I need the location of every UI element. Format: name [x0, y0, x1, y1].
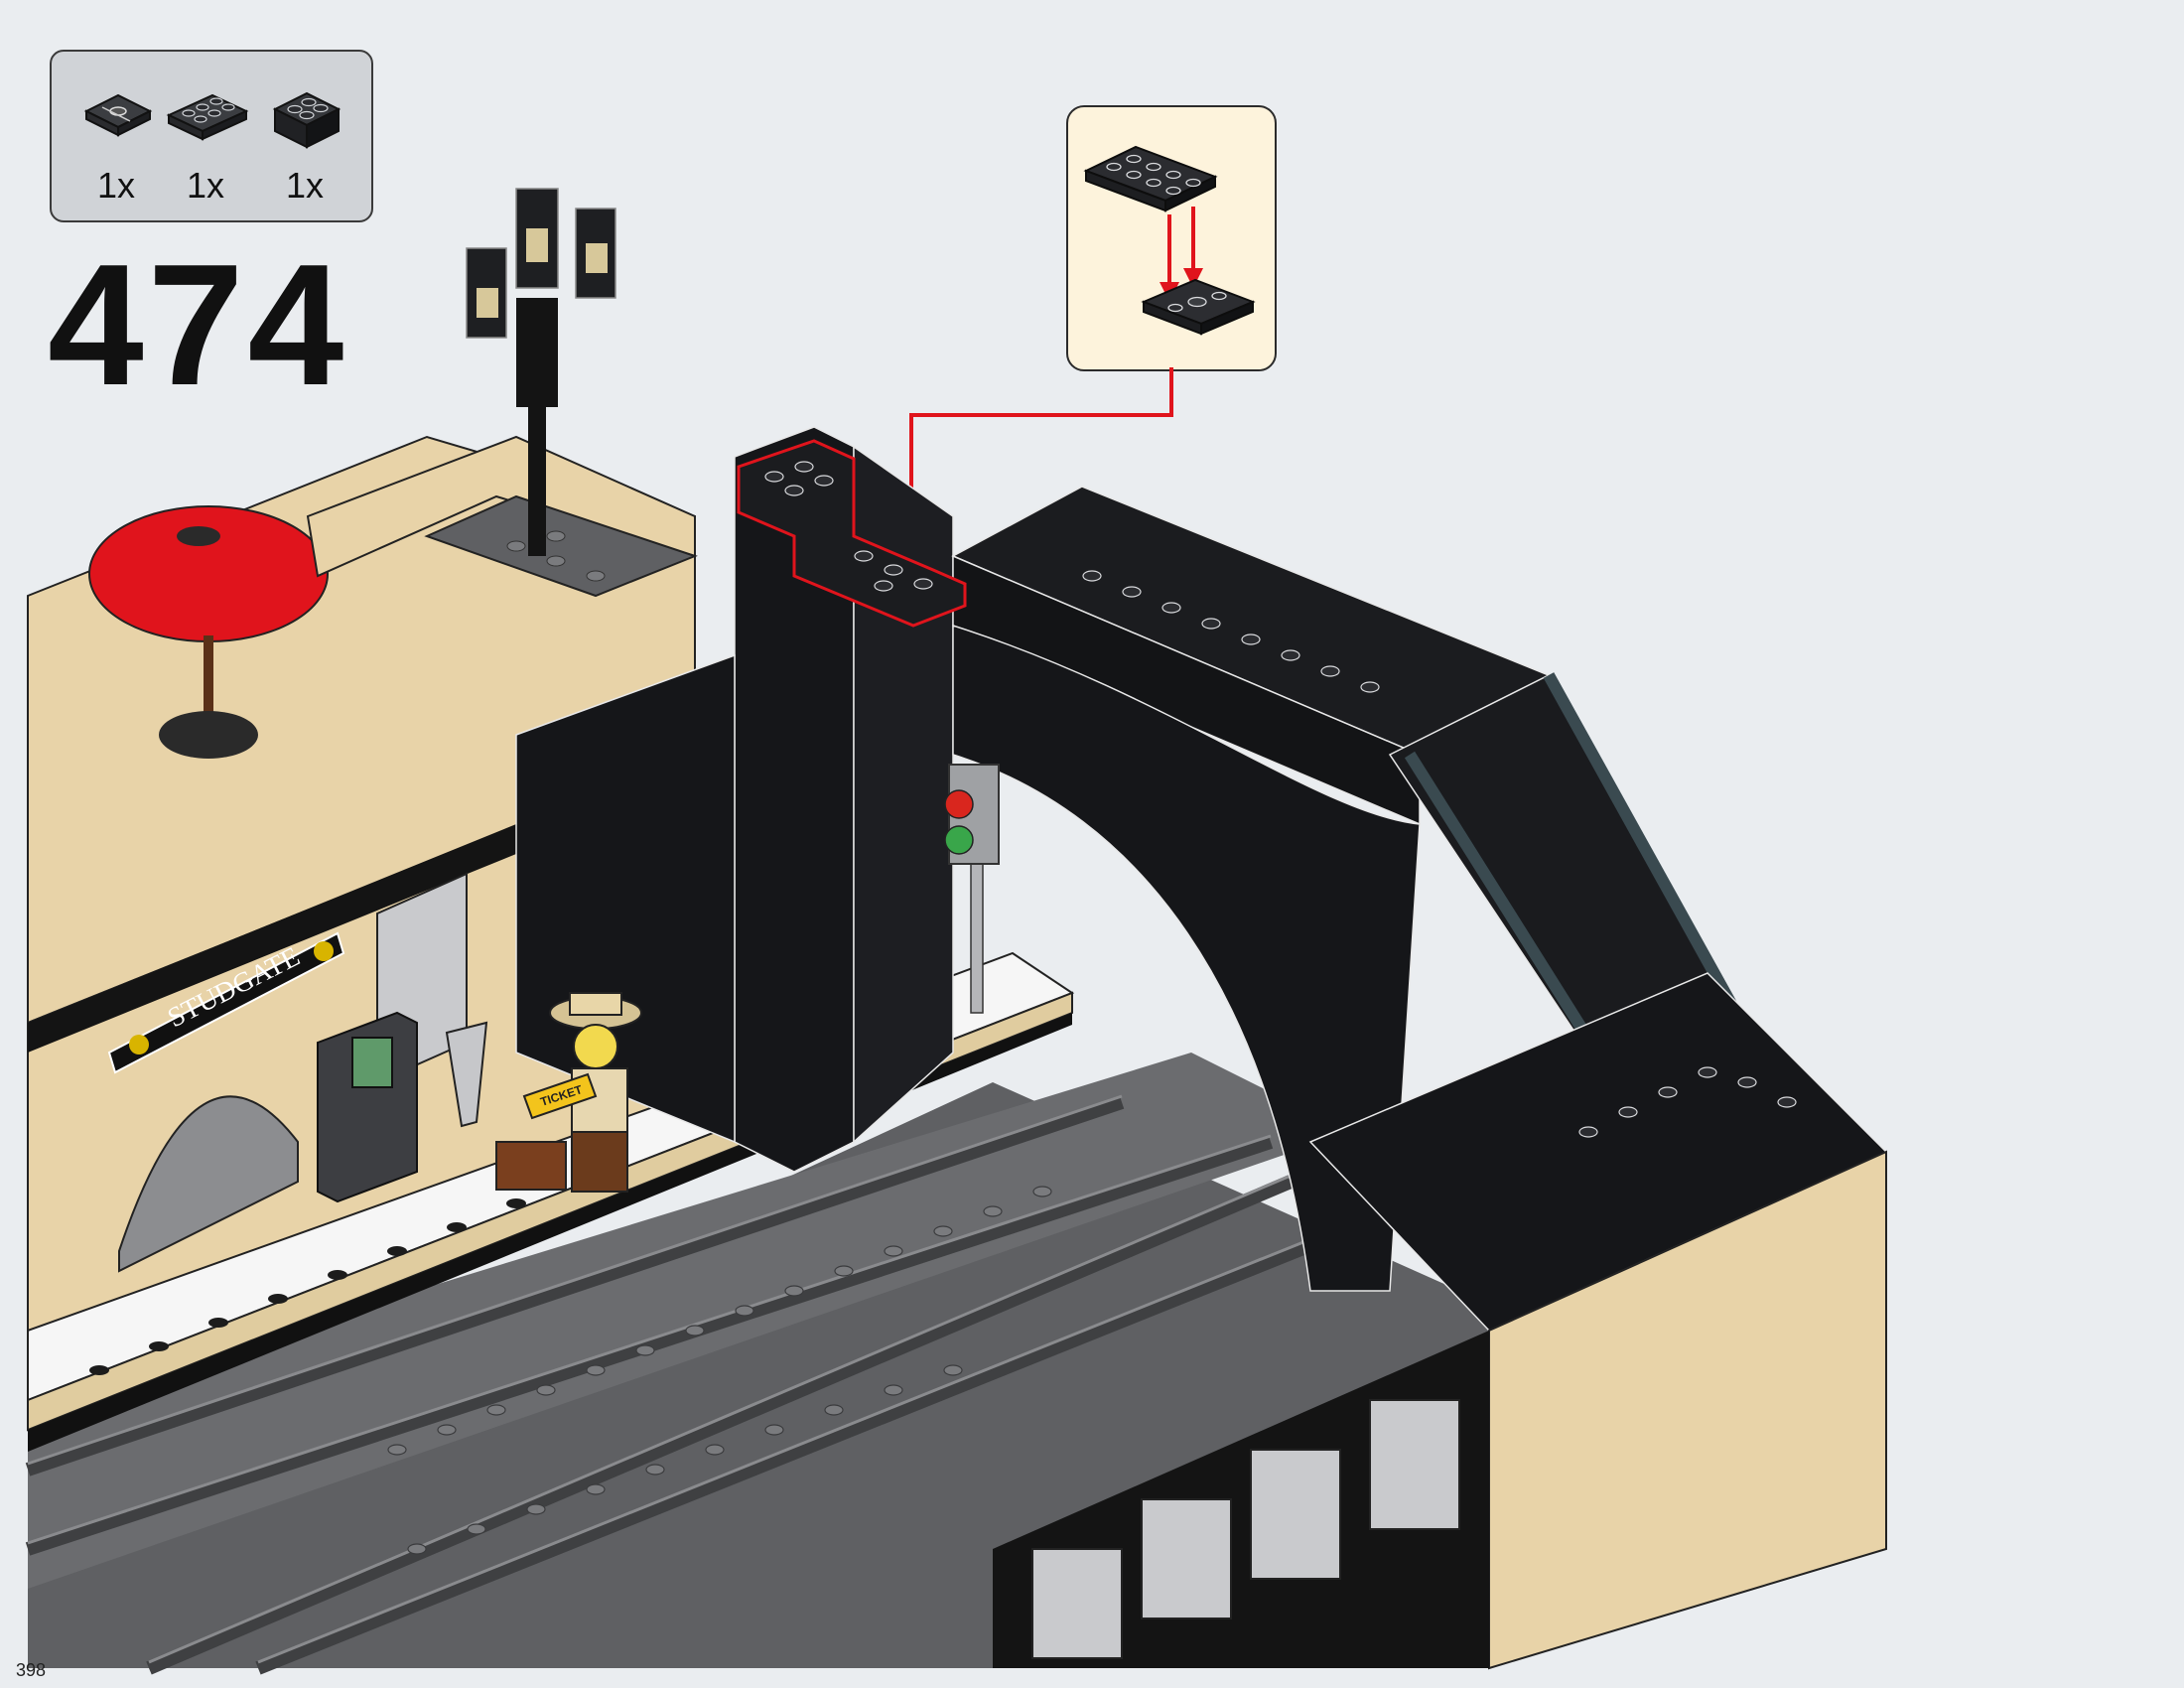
red-umbrella	[88, 505, 329, 759]
rooftop-balcony	[306, 435, 698, 598]
minifigure: TICKET	[495, 992, 642, 1193]
new-parts-highlight	[737, 439, 967, 628]
step-number: 474	[48, 227, 348, 421]
part-item: 1x	[262, 81, 351, 206]
dark-brick-2x2-icon	[272, 91, 341, 149]
page-number: 398	[16, 1660, 47, 1680]
dark-plate-2x3-icon	[166, 93, 249, 141]
part-quantity: 1x	[187, 165, 225, 206]
part-item: 1x	[163, 81, 252, 206]
dark-plate-2x2-inverted-icon	[83, 93, 153, 137]
part-quantity: 1x	[97, 165, 136, 206]
parts-list-panel: 1x 1x 1x	[50, 50, 373, 222]
subassembly-diagram	[1083, 145, 1256, 336]
traffic-signal	[944, 764, 1000, 1014]
subassembly-callout	[1066, 105, 1277, 371]
part-item: 1x	[73, 81, 163, 206]
part-quantity: 1x	[286, 165, 325, 206]
placement-arrow	[899, 367, 1173, 520]
street-lamp	[466, 188, 616, 556]
